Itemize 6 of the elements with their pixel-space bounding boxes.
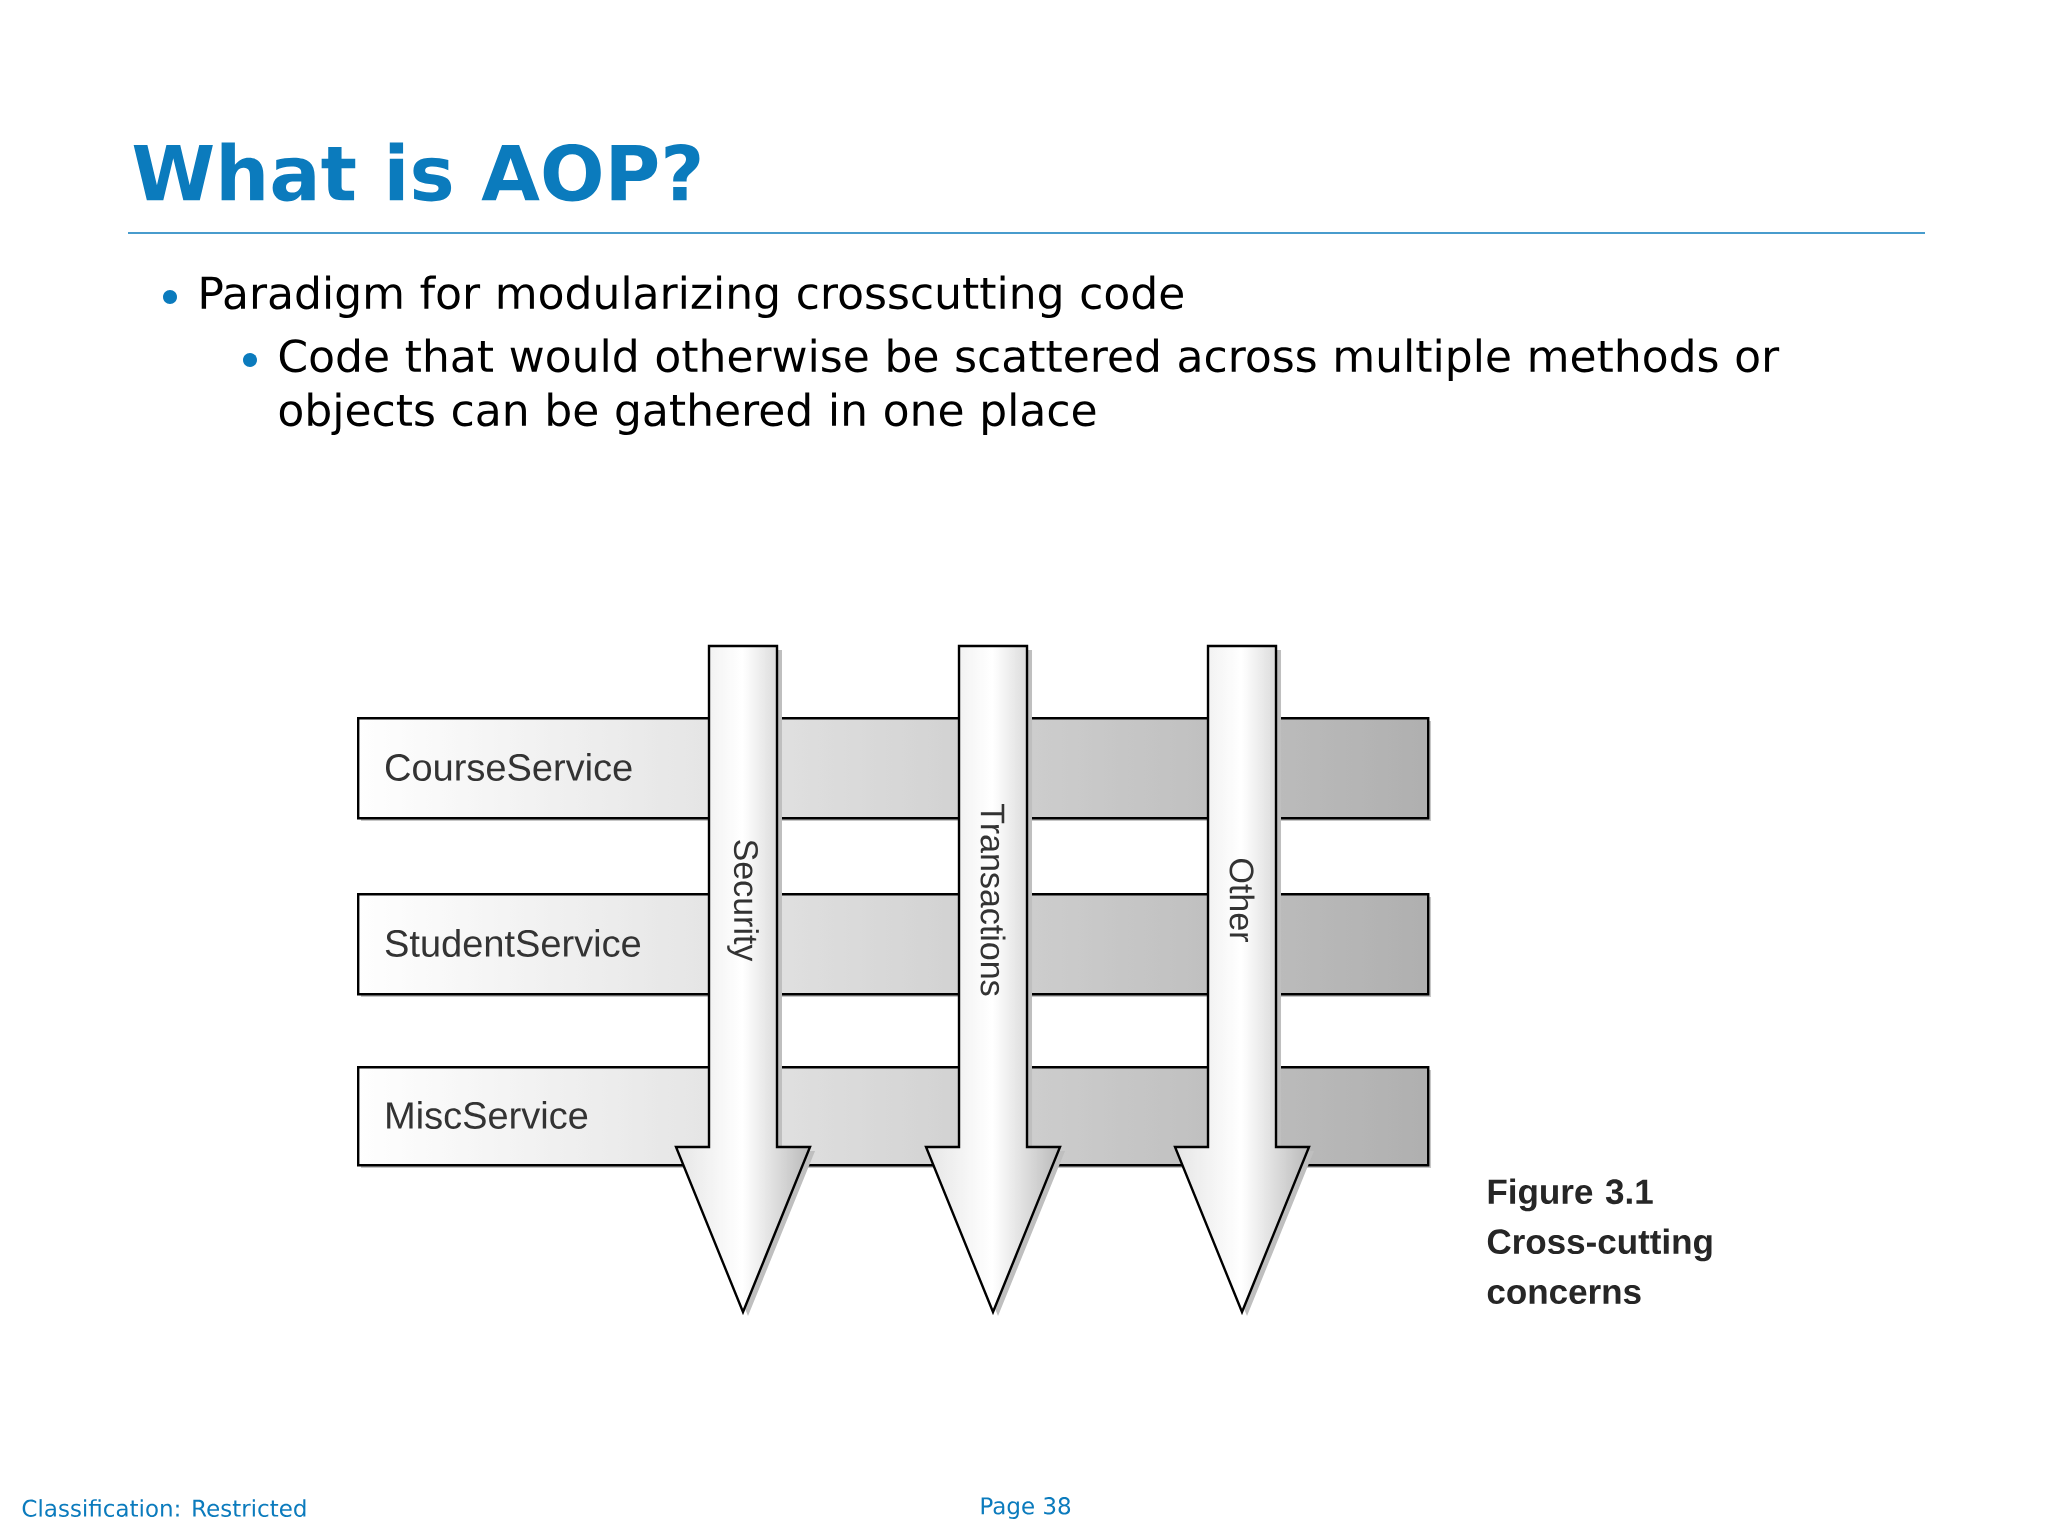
figure-caption: Figure 3.1 Cross-cutting concerns xyxy=(1487,1178,1712,1305)
bullet-text: Code that would otherwise be scattered across multiple methods or objects can be gathered in one place xyxy=(279,338,1780,435)
footer-text: Page 38 xyxy=(981,1497,1071,1519)
bullet-text: Paradigm for modularizing crosscutting code xyxy=(201,275,1183,318)
title: What is AOP? xyxy=(133,142,700,202)
footer-text: Classification: Restricted xyxy=(22,1499,306,1517)
